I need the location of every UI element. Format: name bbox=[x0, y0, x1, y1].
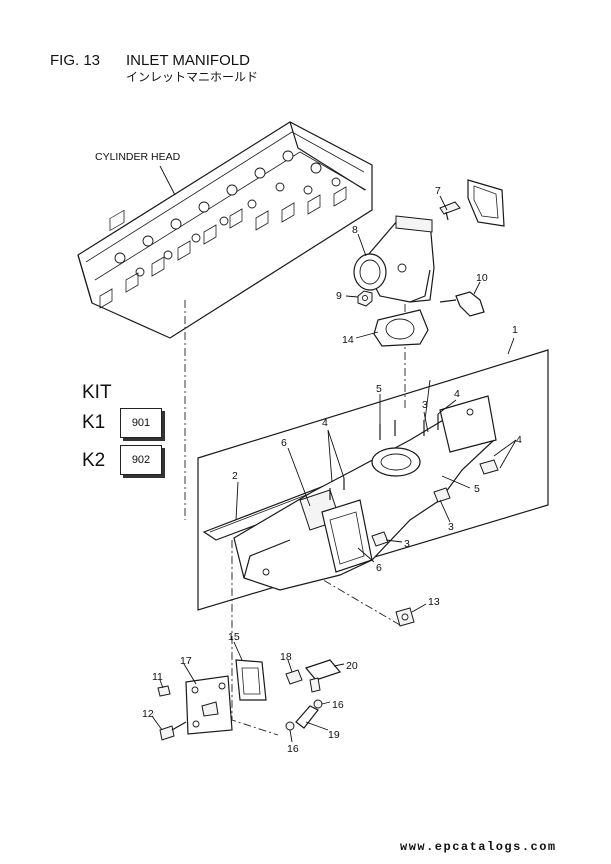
gasket-top-right bbox=[467, 179, 505, 227]
callout-17: 17 bbox=[180, 655, 192, 667]
callout-3b: 3 bbox=[448, 521, 454, 533]
bolt-part-11 bbox=[157, 685, 171, 697]
figure-title: INLET MANIFOLD bbox=[126, 52, 250, 69]
bolt-part-7 bbox=[439, 201, 461, 221]
callout-4c: 4 bbox=[516, 434, 522, 446]
callout-8: 8 bbox=[352, 224, 358, 236]
callout-4a: 4 bbox=[322, 417, 328, 429]
clip-part-16-lower bbox=[285, 721, 295, 731]
callout-5b: 5 bbox=[474, 483, 480, 495]
kit-title: KIT bbox=[82, 382, 112, 403]
callout-18: 18 bbox=[280, 651, 292, 663]
hose-part-19 bbox=[295, 705, 319, 729]
inlet-manifold-body bbox=[233, 395, 497, 591]
gasket-part-15 bbox=[235, 659, 267, 701]
callout-leaders bbox=[151, 195, 517, 743]
callout-12: 12 bbox=[142, 708, 154, 720]
callout-3a: 3 bbox=[422, 399, 428, 411]
figure-number: FIG. 13 bbox=[50, 52, 101, 69]
callout-11: 11 bbox=[152, 671, 163, 683]
callout-20: 20 bbox=[346, 660, 358, 672]
callout-10: 10 bbox=[476, 272, 488, 284]
kit-code-box-902: 902 bbox=[120, 445, 162, 475]
manifold-assembly-frame bbox=[197, 349, 549, 611]
callout-2: 2 bbox=[232, 470, 238, 482]
fitting-part-20 bbox=[304, 659, 342, 693]
clip-part-16-upper bbox=[313, 699, 323, 709]
callout-19: 19 bbox=[328, 729, 340, 741]
callout-5a: 5 bbox=[376, 383, 382, 395]
bolt-part-13 bbox=[395, 607, 415, 627]
callout-9: 9 bbox=[336, 290, 342, 302]
callout-3c: 3 bbox=[404, 538, 410, 550]
callout-6a: 6 bbox=[281, 437, 287, 449]
gasket-part-14 bbox=[373, 309, 429, 347]
callout-6b: 6 bbox=[376, 562, 382, 574]
cover-plate-part-17 bbox=[185, 675, 233, 735]
kit-label-k2: K2 bbox=[82, 450, 106, 471]
nut-part-9 bbox=[357, 290, 373, 307]
kit-label-k1: K1 bbox=[82, 412, 106, 433]
bolt-part-12 bbox=[159, 721, 187, 741]
callout-13: 13 bbox=[428, 596, 440, 608]
figure-title-japanese: インレットマニホールド bbox=[126, 70, 259, 84]
cylinder-head-leader bbox=[159, 165, 176, 196]
bolts-manifold-right bbox=[371, 459, 499, 547]
cylinder-head-drawing bbox=[77, 121, 373, 339]
callout-15: 15 bbox=[228, 631, 240, 643]
callout-numbers: 1 2 3 3 3 4 4 4 5 5 6 6 7 8 9 10 11 12 1… bbox=[142, 185, 522, 755]
bolt-part-18 bbox=[285, 669, 303, 685]
cylinder-head-label: CYLINDER HEAD bbox=[95, 151, 181, 163]
kit-code-box-901: 901 bbox=[120, 408, 162, 438]
callout-14: 14 bbox=[342, 334, 354, 346]
watermark: www.epcatalogs.com bbox=[400, 840, 557, 854]
callout-16a: 16 bbox=[332, 699, 344, 711]
throttle-elbow-part-8 bbox=[353, 215, 435, 303]
callout-7: 7 bbox=[435, 185, 441, 197]
callout-16b: 16 bbox=[287, 743, 299, 755]
callout-1: 1 bbox=[512, 324, 518, 336]
sensor-part-10 bbox=[439, 291, 485, 317]
cylinder-head-holes bbox=[114, 150, 341, 277]
callout-4b: 4 bbox=[454, 388, 460, 400]
